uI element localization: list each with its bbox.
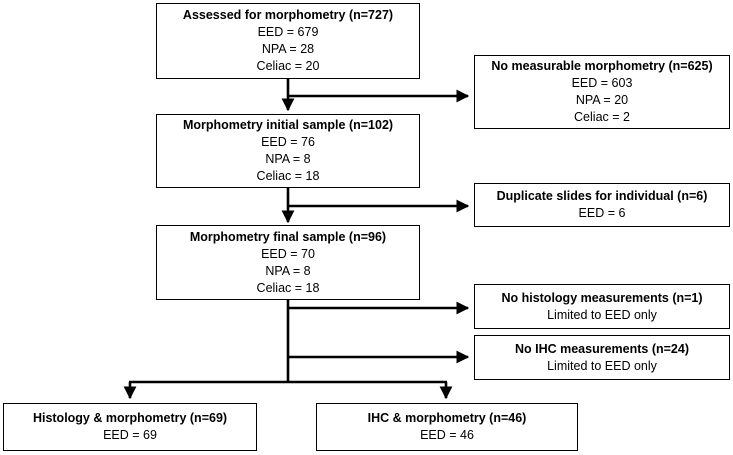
box-assessed-line: Celiac = 20 — [256, 59, 320, 73]
box-histology: Histology & morphometry (n=69) EED = 69 — [3, 403, 257, 451]
box-histology-title: Histology & morphometry (n=69) — [32, 411, 228, 425]
box-duplicate-title: Duplicate slides for individual (n=6) — [496, 189, 708, 203]
box-no-measurable-title: No measurable morphometry (n=625) — [491, 59, 713, 73]
box-duplicate: Duplicate slides for individual (n=6) EE… — [474, 183, 730, 227]
box-ihc: IHC & morphometry (n=46) EED = 46 — [316, 403, 578, 451]
box-histology-line: EED = 69 — [103, 428, 157, 442]
box-initial-sample: Morphometry initial sample (n=102) EED =… — [156, 114, 420, 188]
box-no-ihc-line: Limited to EED only — [547, 358, 657, 373]
box-initial-sample-line: NPA = 8 — [265, 152, 311, 166]
box-assessed: Assessed for morphometry (n=727) EED = 6… — [156, 3, 420, 79]
box-no-measurable-line: Celiac = 2 — [574, 110, 630, 124]
box-ihc-title: IHC & morphometry (n=46) — [367, 411, 527, 425]
box-no-ihc-title: No IHC measurements (n=24) — [514, 341, 689, 356]
box-no-histology: No histology measurements (n=1) Limited … — [474, 284, 730, 329]
box-initial-sample-line: EED = 76 — [261, 135, 315, 149]
box-assessed-line: NPA = 28 — [261, 42, 315, 56]
box-assessed-title: Assessed for morphometry (n=727) — [182, 8, 394, 22]
box-assessed-line: EED = 679 — [257, 25, 319, 39]
box-no-histology-line: Limited to EED only — [547, 307, 657, 322]
box-no-measurable: No measurable morphometry (n=625) EED = … — [474, 55, 730, 129]
box-ihc-line: EED = 46 — [420, 428, 474, 442]
box-no-measurable-line: EED = 603 — [571, 76, 633, 90]
box-final-sample-line: NPA = 8 — [265, 263, 311, 278]
box-no-histology-title: No histology measurements (n=1) — [501, 290, 703, 305]
box-final-sample-title: Morphometry final sample (n=96) — [189, 229, 387, 244]
box-no-ihc: No IHC measurements (n=24) Limited to EE… — [474, 335, 730, 380]
box-no-measurable-line: NPA = 20 — [575, 93, 629, 107]
box-duplicate-line: EED = 6 — [578, 206, 626, 220]
box-final-sample-line: EED = 70 — [261, 246, 315, 261]
box-initial-sample-line: Celiac = 18 — [256, 169, 320, 183]
box-final-sample-line: Celiac = 18 — [256, 280, 320, 295]
box-final-sample: Morphometry final sample (n=96) EED = 70… — [156, 225, 420, 300]
box-initial-sample-title: Morphometry initial sample (n=102) — [182, 118, 394, 132]
